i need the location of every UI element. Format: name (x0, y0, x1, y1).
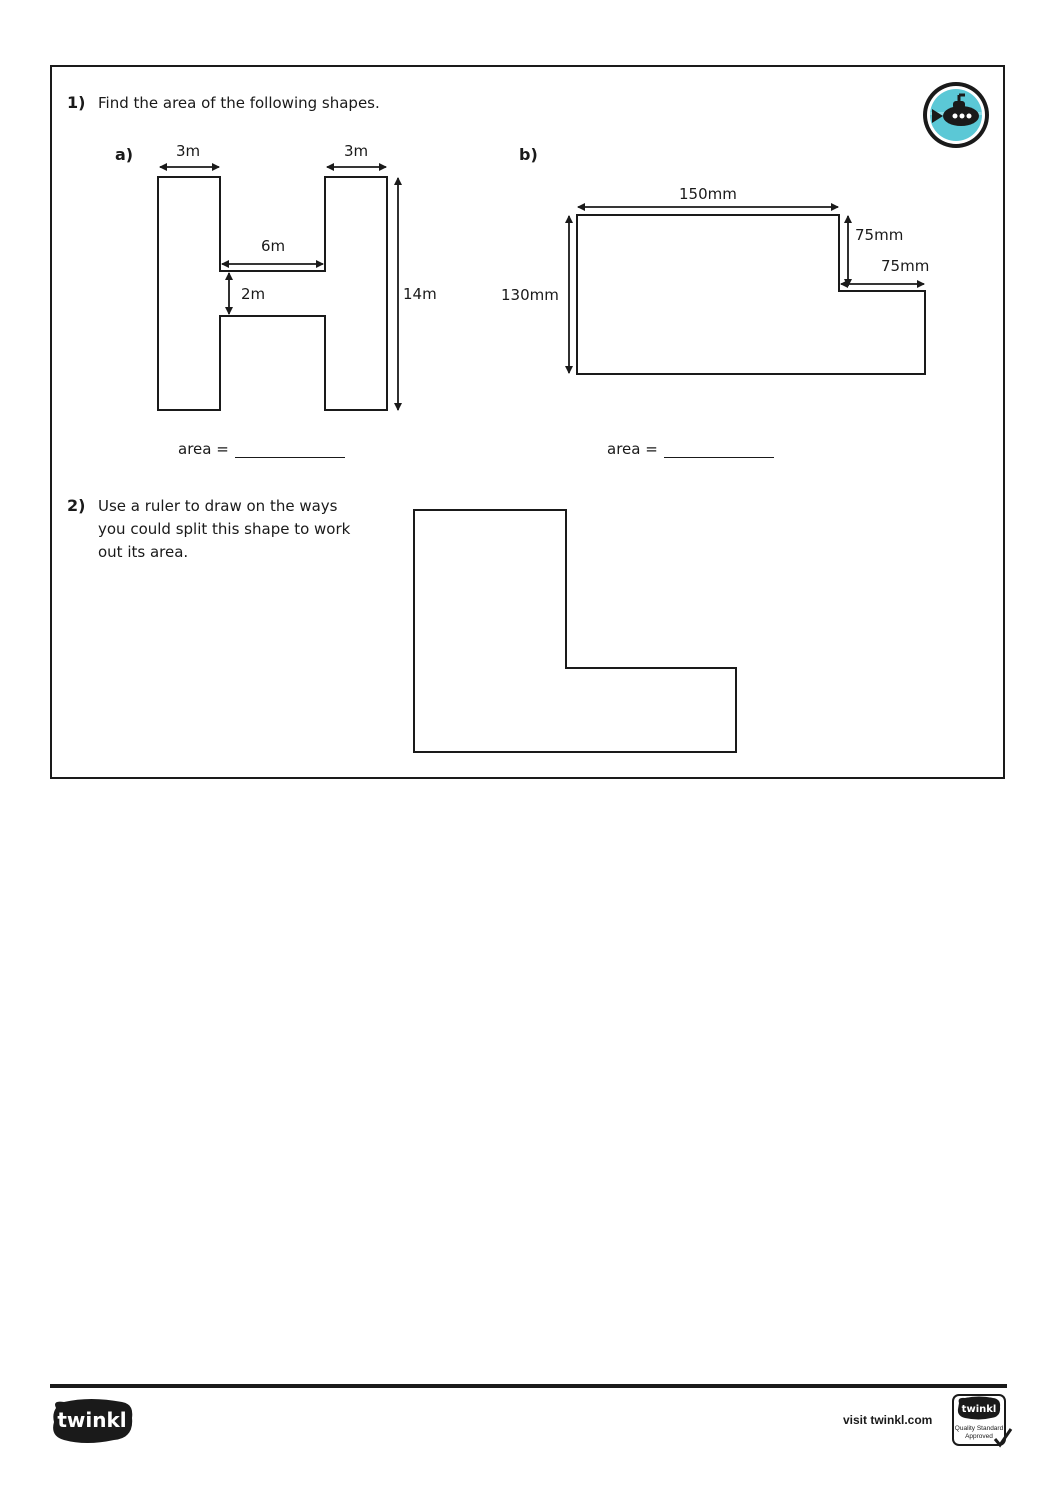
question-2-number: 2) (67, 496, 86, 515)
question-2-prompt-line-2: you could split this shape to work (98, 520, 351, 538)
part-a-answer: area = (178, 440, 345, 458)
dim-a-left-width: 3m (176, 142, 201, 160)
checkmark-icon (993, 1428, 1013, 1448)
part-b-answer-blank[interactable] (663, 443, 774, 458)
dim-b-top: 150mm (679, 185, 737, 203)
dim-a-bar-height: 2m (241, 285, 266, 303)
h-shape (157, 176, 388, 411)
question-2-prompt-line-3: out its area. (98, 543, 189, 561)
dim-a-height: 14m (403, 285, 437, 303)
footer-divider (50, 1384, 1007, 1388)
part-b-answer: area = (607, 440, 774, 458)
l-shape-b (576, 214, 926, 375)
dim-b-step-width: 75mm (881, 257, 930, 275)
dim-a-bar-width: 6m (261, 237, 286, 255)
quality-standard-seal: twinkl Quality Standard Approved (952, 1394, 1013, 1448)
part-b-answer-label: area = (607, 440, 658, 458)
question-2-prompt-line-1: Use a ruler to draw on the ways (98, 497, 338, 515)
dim-a-right-width: 3m (344, 142, 369, 160)
part-a-answer-blank[interactable] (234, 443, 345, 458)
visit-link[interactable]: visit twinkl.com (843, 1413, 933, 1427)
worksheet-card (50, 65, 1005, 779)
dim-b-height: 130mm (501, 286, 559, 304)
dim-b-step-height: 75mm (855, 226, 904, 244)
part-b-label: b) (519, 145, 538, 164)
twinkl-logo-text: twinkl (57, 1408, 126, 1432)
part-a-answer-label: area = (178, 440, 229, 458)
seal-logo-text: twinkl (962, 1404, 997, 1415)
part-a-label: a) (115, 145, 134, 164)
l-shape-q2 (413, 509, 737, 753)
submarine-icon (923, 82, 989, 148)
twinkl-logo[interactable]: twinkl (50, 1398, 134, 1444)
seal-line-2: Approved (965, 1433, 993, 1440)
seal-line-1: Quality Standard (955, 1425, 1004, 1432)
question-1-number: 1) (67, 93, 86, 112)
question-1-prompt: Find the area of the following shapes. (98, 94, 380, 112)
